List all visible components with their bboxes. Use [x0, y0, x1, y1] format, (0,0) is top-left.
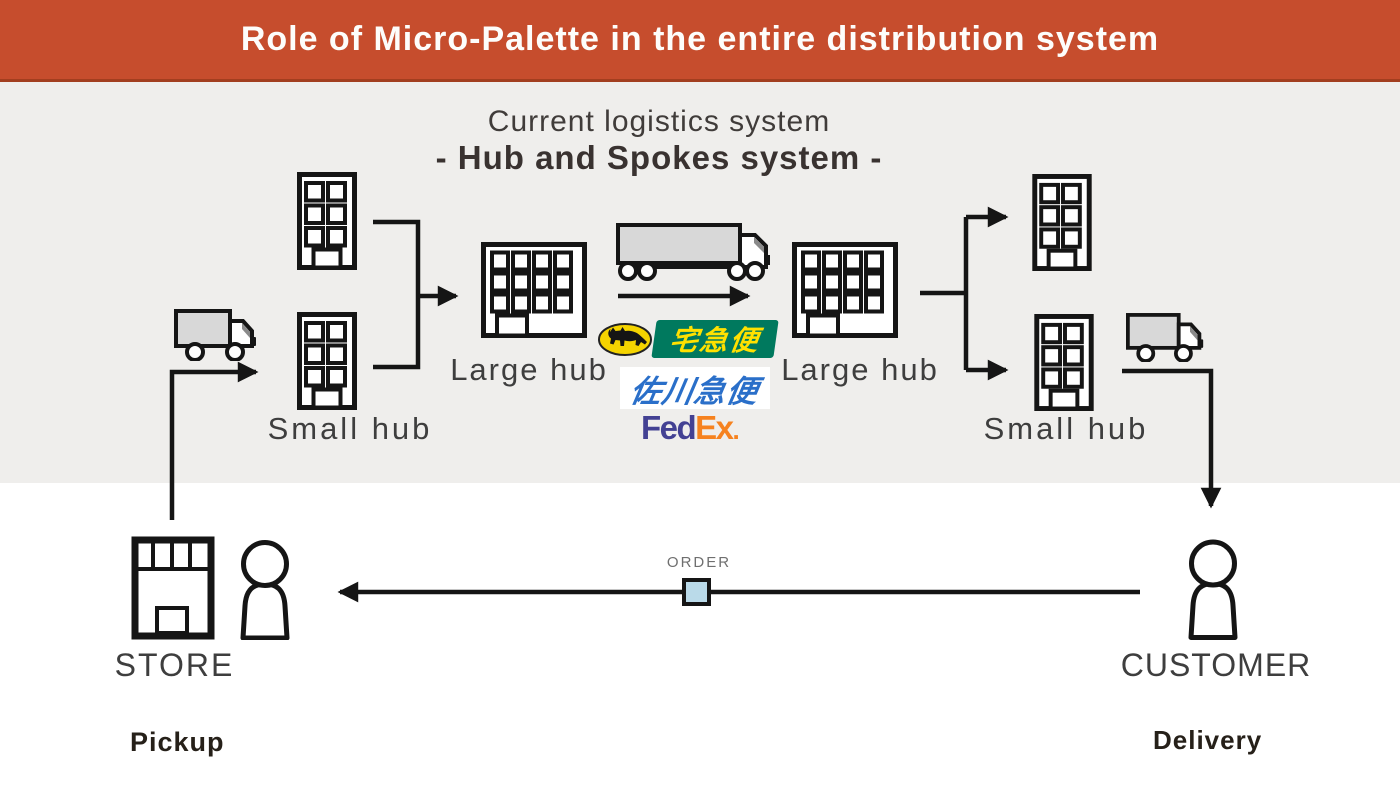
- store-icon: [131, 536, 215, 645]
- sagawa-text: 佐川急便: [627, 373, 762, 409]
- small-building-icon-left-bottom: [297, 312, 357, 415]
- connector-delivery-route: [1122, 368, 1222, 509]
- label-pickup: Pickup: [130, 727, 225, 757]
- label-small-hub-right: Small hub: [983, 411, 1149, 446]
- current-system-panel: [0, 82, 1400, 483]
- yamato-service-text: 宅急便: [667, 325, 762, 356]
- connector-left-bracket: [373, 219, 421, 370]
- label-small-hub-left: Small hub: [267, 411, 433, 446]
- fedex-logo: FedEx.: [641, 409, 740, 447]
- large-truck-icon: [616, 222, 772, 289]
- small-building-icon-right-bottom: [1034, 314, 1094, 416]
- page-title: Role of Micro-Palette in the entire dist…: [240, 20, 1160, 58]
- label-large-hub-right: Large hub: [781, 352, 939, 387]
- yamato-logo: 宅急便: [597, 320, 779, 358]
- small-truck-icon-right: [1126, 313, 1206, 367]
- large-building-icon-left: [481, 242, 587, 343]
- sagawa-logo: 佐川急便: [620, 367, 770, 409]
- label-order: ORDER: [666, 554, 732, 571]
- label-delivery: Delivery: [1153, 725, 1263, 755]
- person-icon-customer: [1184, 537, 1242, 645]
- yamato-cat-icon: [598, 322, 652, 356]
- subtitle-line2: - Hub and Spokes system -: [435, 139, 883, 176]
- yamato-takkyubin-banner: 宅急便: [651, 320, 779, 358]
- order-box-icon: [682, 578, 711, 606]
- connector-pickup-route: [169, 361, 259, 520]
- person-icon-store: [236, 538, 294, 645]
- label-store: STORE: [114, 647, 235, 683]
- connector-right-bracket: [920, 217, 969, 370]
- header-banner: Role of Micro-Palette in the entire dist…: [0, 0, 1400, 82]
- small-building-icon-left-top: [297, 172, 357, 275]
- large-building-icon-right: [792, 242, 898, 343]
- label-large-hub-left: Large hub: [450, 352, 608, 387]
- fedex-dot: .: [732, 415, 740, 445]
- small-building-icon-right-top: [1032, 174, 1092, 276]
- small-truck-icon-left: [174, 309, 259, 366]
- label-customer: CUSTOMER: [1120, 647, 1312, 683]
- subtitle-line1: Current logistics system: [487, 105, 831, 138]
- fedex-fed-text: Fed: [641, 409, 697, 446]
- fedex-ex-text: Ex: [695, 409, 734, 446]
